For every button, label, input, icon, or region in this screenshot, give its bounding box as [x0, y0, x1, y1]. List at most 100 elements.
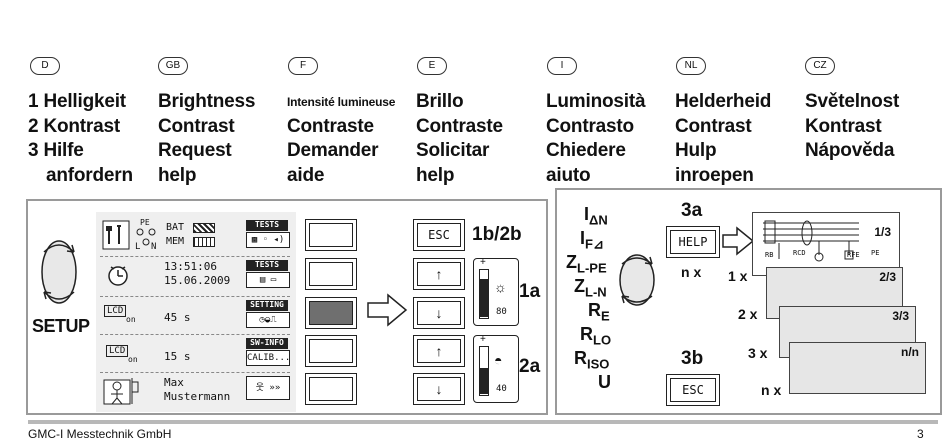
lang-badge-gb: GB [158, 57, 188, 75]
tests-icons: ▩ ◦ ◂) [246, 232, 290, 248]
help-button[interactable]: HELP [666, 226, 720, 258]
lang-column-gb: Brightness Contrast Request help [158, 90, 255, 188]
line: 2 Kontrast [28, 115, 120, 137]
arrow-right-icon [722, 226, 755, 256]
lcd-icon: LCD [104, 305, 127, 317]
setting-icons: ◷◒⎍ [246, 312, 290, 328]
footer-company: GMC-I Messtechnik GmbH [28, 427, 172, 441]
esc-button[interactable]: ESC [666, 374, 720, 406]
line: anfordern [46, 164, 133, 186]
line: Contrast [675, 115, 752, 137]
line: Contraste [416, 115, 503, 137]
tests-tag: TESTS [246, 260, 288, 271]
row-divider [100, 372, 290, 373]
line: Demander [287, 140, 379, 161]
slider-track [479, 346, 489, 396]
page-multiplier: n x [761, 382, 782, 398]
row-divider [100, 296, 290, 297]
lang-column-f: Intensité lumineuse Contraste Demander a… [287, 90, 395, 188]
line: 3 Hilfe [28, 140, 84, 161]
up-button[interactable]: ↑ [413, 335, 465, 367]
line: Brillo [416, 91, 464, 112]
lcd-icon: LCD [106, 345, 129, 357]
lang-column-d: 1 Helligkeit 2 Kontrast 3 Hilfe anforder… [28, 90, 133, 188]
rotary-knob-icon [41, 240, 77, 304]
mem-label: MEM [166, 236, 185, 247]
tests-tag: TESTS [246, 220, 288, 231]
symbol-rlo: RLO [580, 324, 612, 348]
plus-sign: + [480, 257, 486, 268]
line: 1 Helligkeit [28, 91, 126, 112]
esc-button[interactable]: ESC [413, 219, 465, 251]
page-number: 1/3 [874, 225, 891, 239]
device-display: PE L N BAT MEM 13:51:06 15.06.2009 LCD o… [96, 212, 296, 412]
symbol-if: IF⊿ [580, 228, 604, 252]
softkey-4[interactable] [305, 335, 357, 367]
profile-tag: 웃 »» [246, 376, 290, 400]
on-label: on [126, 315, 136, 324]
footer-divider [28, 420, 938, 424]
softkey-2[interactable] [305, 258, 357, 290]
line: aiuto [546, 164, 591, 186]
up-button[interactable]: ↑ [413, 258, 465, 290]
line: Světelnost [805, 91, 900, 112]
repeat-count: n x [681, 264, 702, 280]
down-button[interactable]: ↓ [413, 297, 465, 329]
on-label: on [128, 355, 138, 364]
user-profile-icon [103, 378, 139, 405]
brightness-value: 80 [496, 307, 507, 317]
function-symbols: IΔN IF⊿ ZL-PE ZL-N RE RLO RISO U [562, 200, 632, 400]
memory-icon [193, 237, 215, 247]
step-label-2a: 2a [519, 356, 541, 377]
row-divider [100, 256, 290, 257]
bat-label: BAT [166, 222, 185, 233]
contrast-icon: ◓ [494, 352, 503, 368]
symbol-zlpe: ZL-PE [566, 252, 607, 276]
lang-column-nl: Helderheid Contrast Hulp inroepen [675, 90, 771, 188]
brightness-slider[interactable]: + ☼ 80 [473, 257, 519, 326]
slider-fill [480, 368, 488, 394]
rcd-label: RCD [793, 249, 806, 257]
pe-label: PE [140, 218, 150, 227]
lang-column-cz: Světelnost Kontrast Nápověda [805, 90, 899, 164]
setting-tag: SETTING [246, 300, 288, 311]
step-label-3b: 3b [681, 348, 704, 369]
down-button[interactable]: ↓ [413, 373, 465, 405]
contrast-slider[interactable]: + ◓ 40 [473, 334, 519, 403]
row-divider [100, 334, 290, 335]
lang-badge-cz: CZ [805, 57, 835, 75]
lang-badge-e: E [417, 57, 447, 75]
line: help [158, 164, 197, 186]
battery-icon [193, 223, 215, 233]
softkey-3-selected[interactable] [305, 297, 357, 329]
step-label-1a: 1a [519, 281, 541, 302]
step-label-1b2b: 1b/2b [472, 224, 522, 245]
line: Kontrast [805, 115, 882, 137]
sun-icon: ☼ [494, 279, 507, 295]
help-page-n: n/n [789, 342, 926, 394]
setup-label: SETUP [32, 316, 90, 336]
slider-fill [480, 279, 488, 317]
pe-label: PE [871, 249, 880, 257]
date-value: 15.06.2009 [164, 274, 231, 287]
n-label: N [151, 242, 157, 252]
clock-icon [108, 266, 128, 286]
tools-icon [102, 220, 130, 250]
page-multiplier: 2 x [738, 306, 758, 322]
line: Contrasto [546, 115, 634, 137]
plus-sign: + [480, 334, 486, 345]
line: Hulp [675, 140, 717, 161]
line: Brightness [158, 91, 256, 112]
line: Contraste [287, 115, 374, 137]
rotary-knob-icon [619, 254, 655, 306]
line: Solicitar [416, 140, 490, 161]
line: Intensité lumineuse [287, 95, 396, 109]
page-multiplier: 1 x [728, 268, 748, 284]
softkey-1[interactable] [305, 219, 357, 251]
footer-page-number: 3 [917, 427, 924, 441]
symbol-riso: RISO [574, 348, 610, 372]
softkey-5[interactable] [305, 373, 357, 405]
step-label-3a: 3a [681, 200, 703, 221]
backlight-timeout-value: 15 s [164, 350, 191, 363]
lang-column-i: Luminosità Contrasto Chiedere aiuto [546, 90, 646, 188]
